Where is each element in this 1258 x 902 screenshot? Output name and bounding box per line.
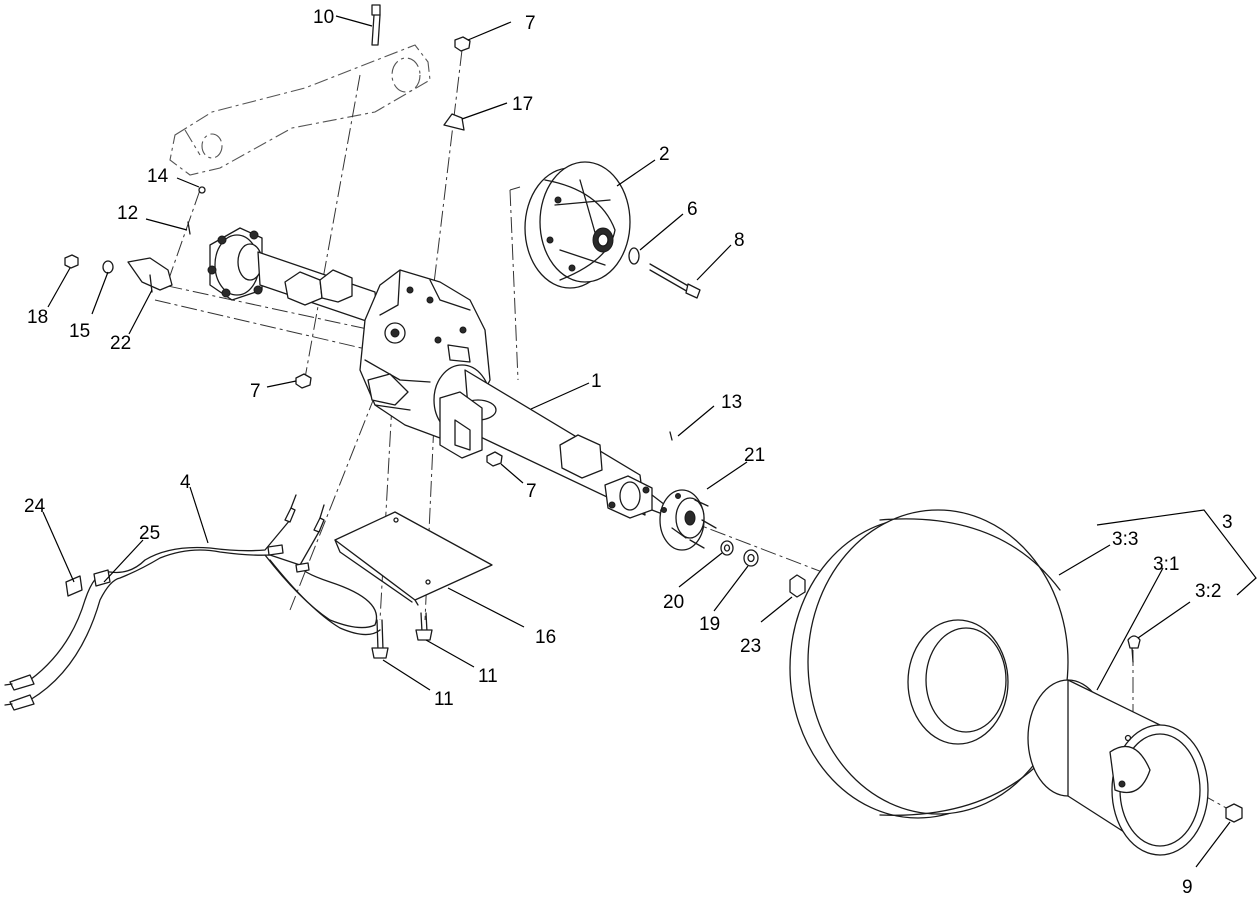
- callout-25: 25: [139, 523, 160, 544]
- washer-15: [102, 260, 114, 274]
- callout-2: 2: [659, 144, 670, 165]
- nut-7-left: [295, 373, 312, 389]
- callout-1: 1: [591, 371, 602, 392]
- callout-23: 23: [740, 636, 761, 657]
- pin-14: [198, 186, 206, 194]
- callout-10: 10: [313, 7, 334, 28]
- nut-7-bottom: [486, 451, 503, 467]
- axle-tube-1: [433, 364, 666, 519]
- plate-16: [334, 511, 493, 606]
- frame-arm-phantom: [169, 44, 431, 176]
- callout-4: 4: [180, 472, 191, 493]
- callout-11-right: 11: [478, 666, 498, 687]
- bolt-11-right: [415, 612, 433, 641]
- bracket-22: [127, 257, 173, 293]
- callout-17: 17: [512, 94, 533, 115]
- rod-12: [187, 221, 191, 235]
- callout-3: 3: [1222, 512, 1233, 533]
- nut-23: [789, 574, 806, 598]
- callout-18: 18: [27, 307, 48, 328]
- callout-19: 19: [699, 614, 720, 635]
- callout-21: 21: [744, 445, 765, 466]
- callout-22: 22: [110, 333, 131, 354]
- washer-20: [720, 540, 734, 556]
- nut-18: [64, 254, 79, 269]
- callout-15: 15: [69, 321, 90, 342]
- callout-6: 6: [687, 199, 698, 220]
- key-13: [669, 431, 673, 441]
- nut-7-top: [454, 36, 471, 52]
- bolt-10: [371, 4, 381, 46]
- callout-20: 20: [663, 592, 684, 613]
- callout-9: 9: [1182, 877, 1193, 898]
- callout-7-left: 7: [250, 381, 261, 402]
- callout-7-bottom: 7: [526, 481, 537, 502]
- callout-3-3: 3:3: [1112, 529, 1138, 550]
- callout-8: 8: [734, 230, 745, 251]
- bolt-8: [649, 263, 701, 299]
- callout-16: 16: [535, 627, 556, 648]
- callout-11-left: 11: [434, 689, 454, 710]
- washer-6: [628, 247, 640, 265]
- callout-3-2: 3:2: [1195, 581, 1221, 602]
- left-axle-flange: [207, 227, 263, 301]
- valve-3-2: [1127, 635, 1141, 663]
- callout-3-1: 3:1: [1153, 554, 1179, 575]
- clip-17: [443, 113, 465, 131]
- assembly-3-bracket: [1096, 509, 1257, 596]
- nut-9: [1225, 803, 1243, 823]
- rim-3-1: [1027, 679, 1209, 856]
- callout-7-top: 7: [525, 13, 536, 34]
- cable-assembly-4: [4, 494, 381, 711]
- callout-24: 24: [24, 496, 46, 517]
- left-axle-tube: [257, 251, 379, 326]
- hub-21: [659, 489, 717, 551]
- tire-3-3: [789, 509, 1069, 819]
- callout-14: 14: [147, 166, 169, 187]
- bolt-11-left: [371, 619, 389, 659]
- washer-19: [743, 549, 759, 567]
- drum-2: [524, 161, 631, 289]
- leader-lines: [42, 15, 1231, 868]
- callout-13: 13: [721, 392, 742, 413]
- callout-labels: 10 7 17 14 12 2 6 8 18 15 22 7 1 13 21 7…: [24, 7, 1233, 898]
- callout-12: 12: [117, 203, 138, 224]
